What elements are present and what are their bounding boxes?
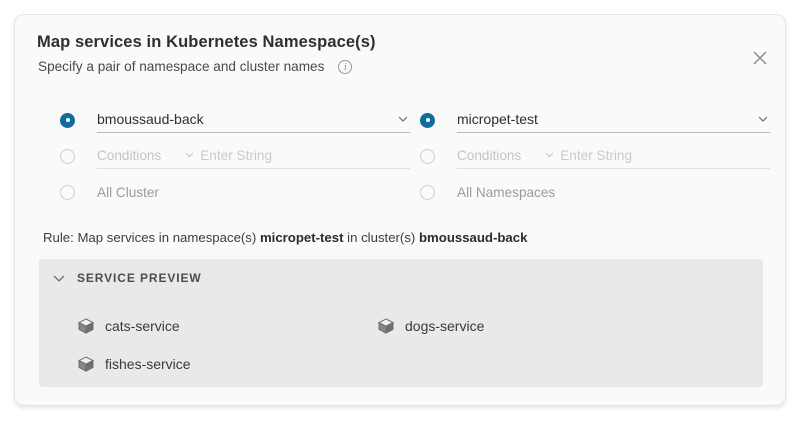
chevron-down-icon [398, 116, 408, 122]
service-name: cats-service [105, 318, 180, 334]
info-icon[interactable]: i [338, 59, 353, 74]
namespace-conditions-field[interactable]: Conditions Enter String [457, 143, 770, 169]
list-item[interactable]: fishes-service [77, 345, 377, 383]
chevron-down-icon [53, 275, 65, 282]
namespace-conditions-input[interactable]: Enter String [560, 147, 633, 163]
cluster-conditions-row: Conditions Enter String [60, 143, 410, 169]
namespace-select-value: micropet-test [457, 111, 538, 127]
service-preview-panel: SERVICE PREVIEW cats-service [39, 259, 763, 387]
map-services-dialog: Map services in Kubernetes Namespace(s) … [14, 14, 786, 406]
list-item[interactable]: dogs-service [377, 307, 677, 345]
chevron-down-icon [545, 152, 554, 158]
cube-icon [77, 317, 95, 335]
rule-cluster: bmoussaud-back [418, 230, 528, 245]
namespace-all-row[interactable]: All Namespaces [420, 179, 770, 205]
cluster-select[interactable]: bmoussaud-back [97, 107, 410, 133]
service-name: fishes-service [105, 356, 191, 372]
service-name: dogs-service [405, 318, 485, 334]
cube-icon [77, 355, 95, 373]
cluster-select-value: bmoussaud-back [97, 111, 204, 127]
namespace-select-row: micropet-test [420, 107, 770, 133]
subtitle-row: Specify a pair of namespace and cluster … [38, 59, 353, 74]
rule-namespace: micropet-test [259, 230, 344, 245]
cluster-conditions-radio[interactable] [60, 148, 75, 164]
rule-prefix: Rule: Map services in namespace(s) [43, 230, 260, 245]
cluster-select-row: bmoussaud-back [60, 107, 410, 133]
service-list: cats-service dogs-service [77, 307, 737, 383]
cluster-conditions-label: Conditions [97, 147, 162, 163]
service-preview-title: SERVICE PREVIEW [77, 271, 202, 285]
rule-summary: Rule: Map services in namespace(s) micro… [43, 230, 527, 245]
namespace-select-radio[interactable] [420, 112, 435, 128]
namespace-all-radio[interactable] [420, 184, 435, 200]
cluster-conditions-field[interactable]: Conditions Enter String [97, 143, 410, 169]
service-preview-toggle[interactable]: SERVICE PREVIEW [53, 271, 202, 285]
cluster-conditions-input[interactable]: Enter String [200, 147, 273, 163]
namespace-conditions-label: Conditions [457, 147, 522, 163]
namespace-conditions-row: Conditions Enter String [420, 143, 770, 169]
namespace-conditions-radio[interactable] [420, 148, 435, 164]
cluster-all-radio[interactable] [60, 184, 75, 200]
cluster-all-label: All Cluster [97, 184, 159, 200]
namespace-all-label: All Namespaces [457, 184, 556, 200]
rule-middle: in cluster(s) [343, 230, 419, 245]
dialog-subtitle: Specify a pair of namespace and cluster … [38, 59, 325, 74]
chevron-down-icon [758, 116, 768, 122]
list-item[interactable]: cats-service [77, 307, 377, 345]
cluster-select-radio[interactable] [60, 112, 75, 128]
cube-icon [377, 317, 395, 335]
namespace-select[interactable]: micropet-test [457, 107, 770, 133]
chevron-down-icon [185, 152, 194, 158]
page-title: Map services in Kubernetes Namespace(s) [37, 33, 376, 51]
cluster-all-row[interactable]: All Cluster [60, 179, 410, 205]
close-icon[interactable] [749, 47, 771, 69]
